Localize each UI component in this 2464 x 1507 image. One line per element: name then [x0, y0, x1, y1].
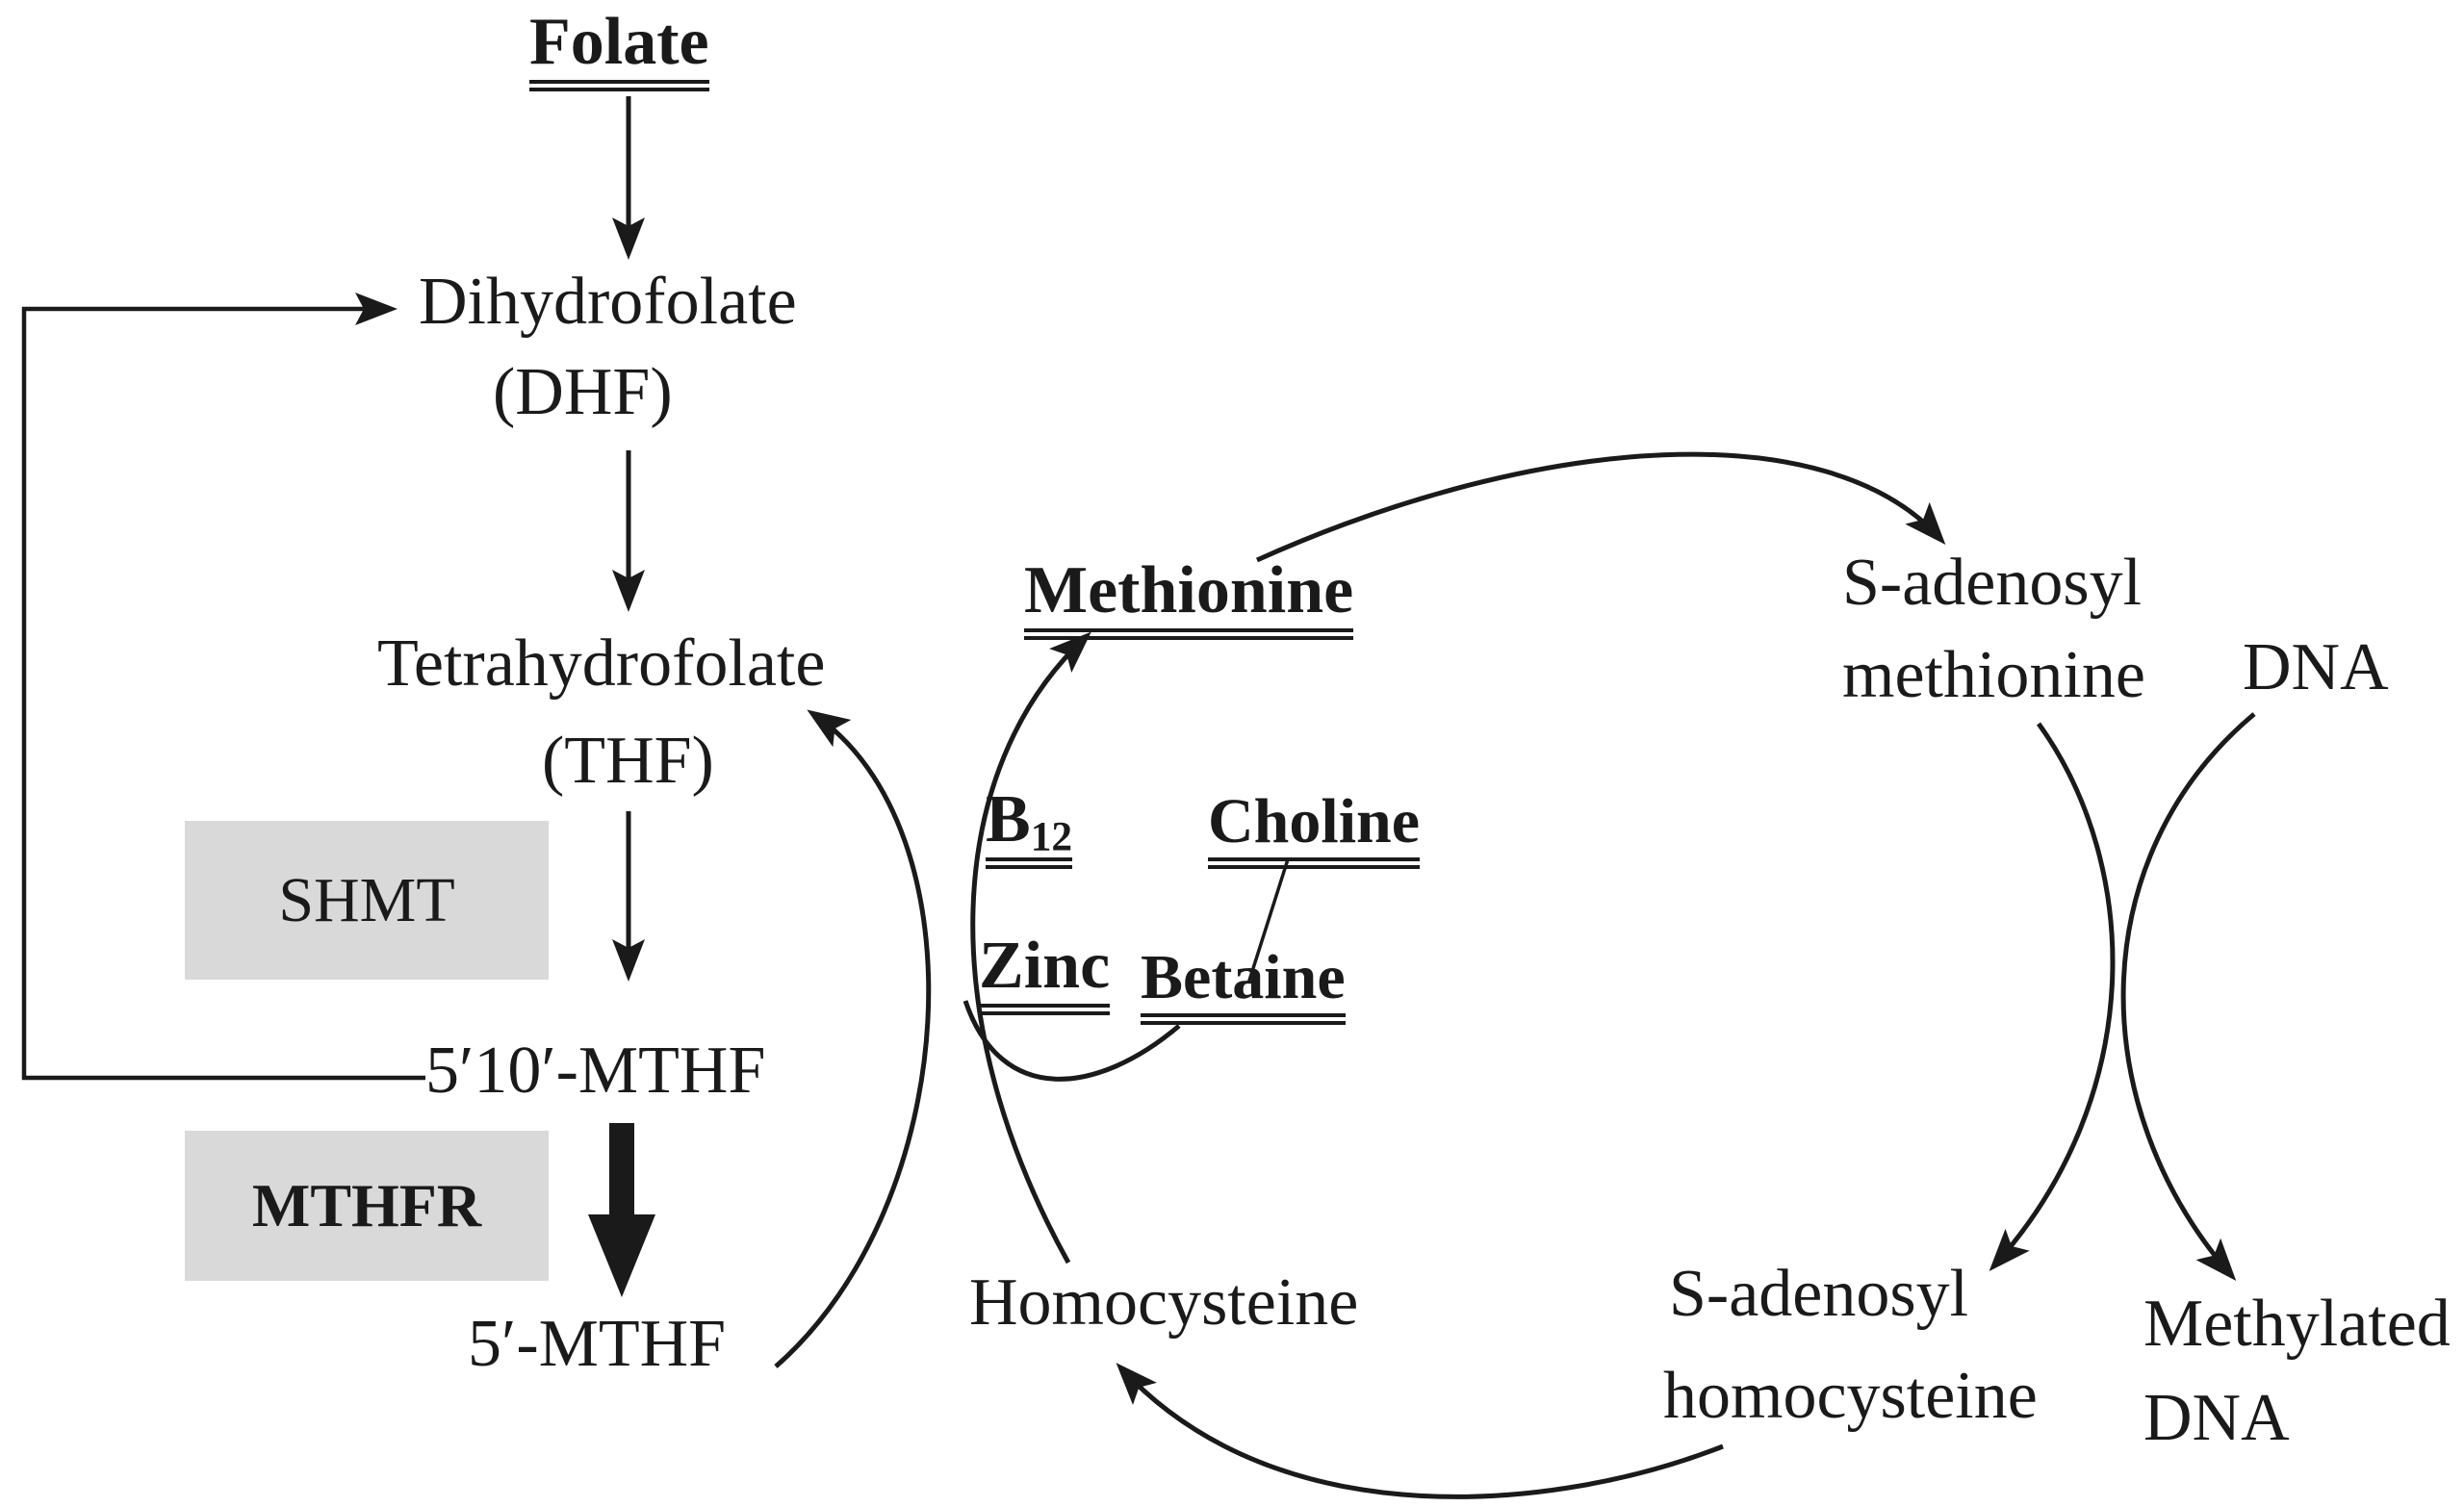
- folate-label: Folate: [529, 5, 709, 91]
- b12-label: B: [986, 782, 1031, 856]
- enzyme-box-shmt: SHMT: [185, 821, 549, 980]
- node-methionine: Methionine: [1024, 553, 1354, 640]
- node-dhf-abbrev: (DHF): [493, 355, 673, 429]
- node-5-mthf: 5′-MTHF: [468, 1307, 727, 1381]
- betaine-label: Betaine: [1141, 942, 1346, 1025]
- line-choline-to-betaine: [1246, 858, 1290, 984]
- node-sam-line2: methionine: [1842, 638, 2145, 712]
- curve-methionine-to-sam: [1255, 451, 1946, 563]
- node-homocysteine: Homocysteine: [969, 1265, 1359, 1340]
- node-510-mthf: 5′10′-MTHF: [425, 1034, 766, 1108]
- node-choline: Choline: [1208, 786, 1421, 869]
- node-methylated-line2: DNA: [2143, 1381, 2290, 1455]
- curve-betaine-loop: [962, 1000, 1181, 1082]
- node-b12: B12: [986, 782, 1073, 869]
- enzyme-box-mthfr: MTHFR: [185, 1131, 549, 1281]
- zinc-label: Zinc: [979, 929, 1111, 1015]
- curve-dna-to-methylated-dna: [2120, 712, 2256, 1282]
- shmt-label: SHMT: [278, 864, 455, 935]
- choline-label: Choline: [1208, 786, 1421, 869]
- node-sah-line2: homocysteine: [1663, 1359, 2038, 1433]
- curve-sam-to-sah: [1989, 722, 2116, 1271]
- node-sah-line1: S-adenosyl: [1669, 1257, 1969, 1331]
- node-tetrahydrofolate: Tetrahydrofolate: [377, 626, 826, 701]
- arrow-feedback-510mthf-to-dhf: [21, 293, 425, 1081]
- curve-homocysteine-to-methionine: [970, 631, 1091, 1264]
- node-betaine: Betaine: [1141, 942, 1346, 1025]
- node-dna: DNA: [2243, 630, 2389, 704]
- node-zinc: Zinc: [979, 929, 1111, 1015]
- b12-subscript: 12: [1030, 813, 1073, 860]
- mthfr-label: MTHFR: [251, 1171, 482, 1239]
- node-sam-line1: S-adenosyl: [1842, 546, 2143, 620]
- curve-sah-to-homocysteine: [1116, 1363, 1724, 1499]
- node-thf-abbrev: (THF): [542, 724, 714, 798]
- node-methylated-line1: Methylated: [2143, 1287, 2451, 1361]
- curve-5mthf-to-thf: [774, 709, 932, 1368]
- methionine-label: Methionine: [1024, 553, 1354, 640]
- node-dihydrofolate: Dihydrofolate: [419, 265, 797, 339]
- node-folate: Folate: [529, 5, 709, 91]
- thick-arrow-510mthf-to-5mthf: [588, 1123, 655, 1297]
